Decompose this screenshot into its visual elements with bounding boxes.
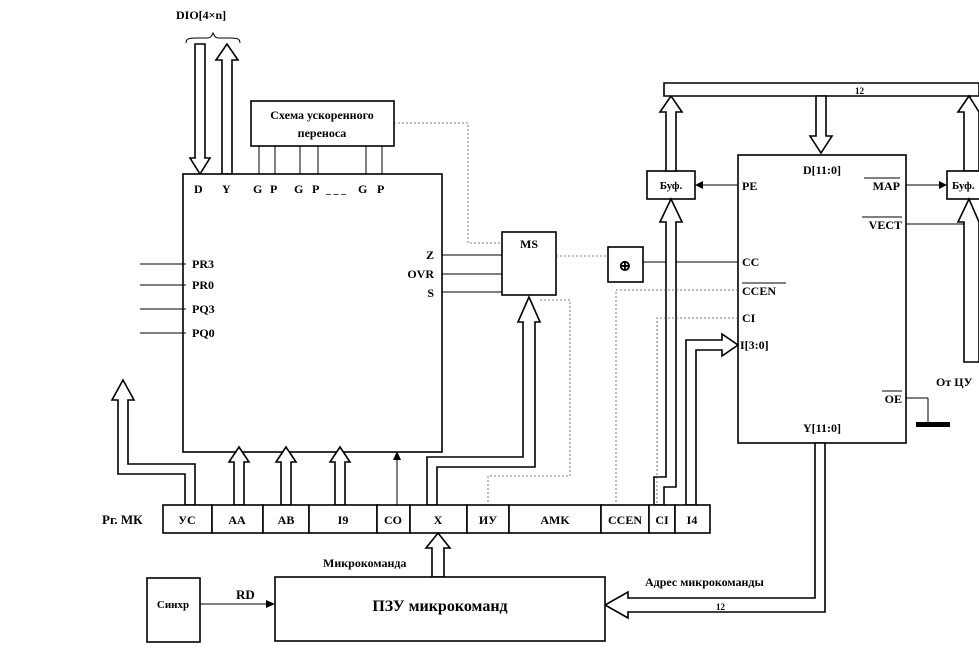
xor-symbol: ⊕ bbox=[618, 258, 631, 275]
i4-to-i30-arrow bbox=[685, 332, 740, 506]
aa-arrow bbox=[227, 445, 251, 506]
i9-arrow bbox=[328, 445, 352, 506]
amk-to-buf-arrow bbox=[653, 197, 684, 506]
bus-width-bottom: 12 bbox=[716, 602, 726, 612]
ab-arrow bbox=[274, 445, 298, 506]
port-ci: CI bbox=[742, 311, 756, 325]
seq-y-label: Y[11:0] bbox=[803, 421, 841, 435]
port-g: G bbox=[294, 182, 303, 196]
us-arrow bbox=[110, 378, 196, 506]
field-ccen bbox=[600, 504, 650, 534]
field-us-text: УС bbox=[178, 513, 195, 527]
dio-in-arrow bbox=[188, 43, 212, 176]
flag-s: S bbox=[427, 286, 434, 300]
multiplexer-ms bbox=[501, 231, 557, 296]
field-i9-text: I9 bbox=[338, 513, 349, 527]
field-i4-text: I4 bbox=[687, 513, 698, 527]
field-aa bbox=[211, 504, 264, 534]
field-ab-text: AB bbox=[278, 513, 295, 527]
rbuf-to-bus-arrow bbox=[956, 94, 979, 172]
sync-label: Синхр bbox=[157, 599, 189, 611]
ci-line bbox=[656, 317, 738, 508]
co-arrow-head bbox=[393, 451, 401, 460]
port-p: P bbox=[377, 182, 384, 196]
seq-d-label: D[11:0] bbox=[803, 163, 841, 177]
dio-bus-label: DIO[4×n] bbox=[176, 8, 226, 22]
register-label: Рг. МК bbox=[102, 512, 143, 527]
port-pr3: PR3 bbox=[192, 257, 214, 271]
bus-to-d-arrow bbox=[808, 95, 834, 155]
map-arrow-head bbox=[939, 181, 947, 189]
x-to-ms-arrow bbox=[426, 295, 542, 506]
register-row: УС AA AB I9 CO X ИУ AMK CCEN CI I4 bbox=[162, 504, 711, 534]
port-g: G bbox=[253, 182, 262, 196]
port-map: MAP bbox=[873, 179, 900, 193]
port-dots: _ _ _ bbox=[325, 185, 347, 196]
field-co bbox=[376, 504, 411, 534]
port-p: P bbox=[270, 182, 277, 196]
field-ccen-text: CCEN bbox=[608, 513, 642, 527]
field-i4 bbox=[674, 504, 711, 534]
carry-label-2: переноса bbox=[298, 126, 347, 140]
ms-label: MS bbox=[520, 237, 538, 251]
sync-box bbox=[146, 577, 201, 643]
carry-lookahead-box bbox=[250, 100, 395, 147]
bus-width-top: 12 bbox=[855, 86, 865, 96]
port-pr0: PR0 bbox=[192, 278, 214, 292]
port-pe: PE bbox=[742, 179, 757, 193]
field-aa-text: AA bbox=[228, 513, 246, 527]
sequencer-block bbox=[737, 154, 907, 444]
rom-to-reg-arrow bbox=[424, 531, 452, 578]
field-amk bbox=[508, 504, 602, 534]
port-oe: OE bbox=[885, 392, 902, 406]
field-ci-text: CI bbox=[655, 513, 669, 527]
port-vect: VECT bbox=[869, 218, 902, 232]
buf-to-bus-arrow bbox=[658, 94, 684, 172]
field-amk-text: AMK bbox=[540, 513, 570, 527]
port-i30: I[3:0] bbox=[740, 338, 769, 352]
rom-box bbox=[274, 576, 606, 642]
port-cc: CC bbox=[742, 255, 759, 269]
right-buffer-label: Буф. bbox=[952, 180, 975, 192]
microcommand-label: Микрокоманда bbox=[323, 556, 406, 570]
field-us bbox=[162, 504, 213, 534]
ground-symbol bbox=[916, 422, 950, 427]
pe-arrow-head bbox=[695, 181, 703, 189]
port-d: D bbox=[194, 182, 203, 196]
top-12bit-bus bbox=[663, 82, 979, 97]
port-ccen: CCEN bbox=[742, 284, 776, 298]
field-iu bbox=[466, 504, 510, 534]
rd-arrow-head bbox=[266, 600, 275, 608]
carry-to-ms-dotted bbox=[394, 122, 502, 244]
flag-ovr: OVR bbox=[407, 267, 434, 281]
flag-z: Z bbox=[426, 248, 434, 262]
field-co-text: CO bbox=[384, 513, 402, 527]
carry-label-1: Схема ускоренного bbox=[270, 108, 373, 122]
y-to-rom-arrow bbox=[603, 442, 826, 620]
rom-label: ПЗУ микрокоманд bbox=[372, 598, 507, 615]
dio-out-arrow bbox=[214, 42, 240, 175]
iu-to-ms-dotted bbox=[487, 299, 571, 508]
field-x-text: X bbox=[434, 513, 443, 527]
xor-box bbox=[607, 246, 644, 283]
port-y: Y bbox=[222, 182, 231, 196]
from-cpu-label: От ЦУ bbox=[936, 375, 973, 389]
left-buffer-label: Буф. bbox=[660, 180, 683, 192]
right-buffer-box bbox=[946, 170, 979, 200]
field-iu-text: ИУ bbox=[479, 513, 497, 527]
ccen-line bbox=[615, 289, 738, 508]
from-cpu-arrow bbox=[956, 197, 979, 363]
port-p: P bbox=[312, 182, 319, 196]
field-i9 bbox=[308, 504, 378, 534]
address-label: Адрес микрокоманды bbox=[645, 575, 764, 589]
alu-block bbox=[182, 173, 443, 453]
dio-bus-brace bbox=[185, 31, 241, 44]
port-pq3: PQ3 bbox=[192, 302, 215, 316]
rd-label: RD bbox=[236, 587, 255, 602]
port-pq0: PQ0 bbox=[192, 326, 215, 340]
port-g: G bbox=[358, 182, 367, 196]
